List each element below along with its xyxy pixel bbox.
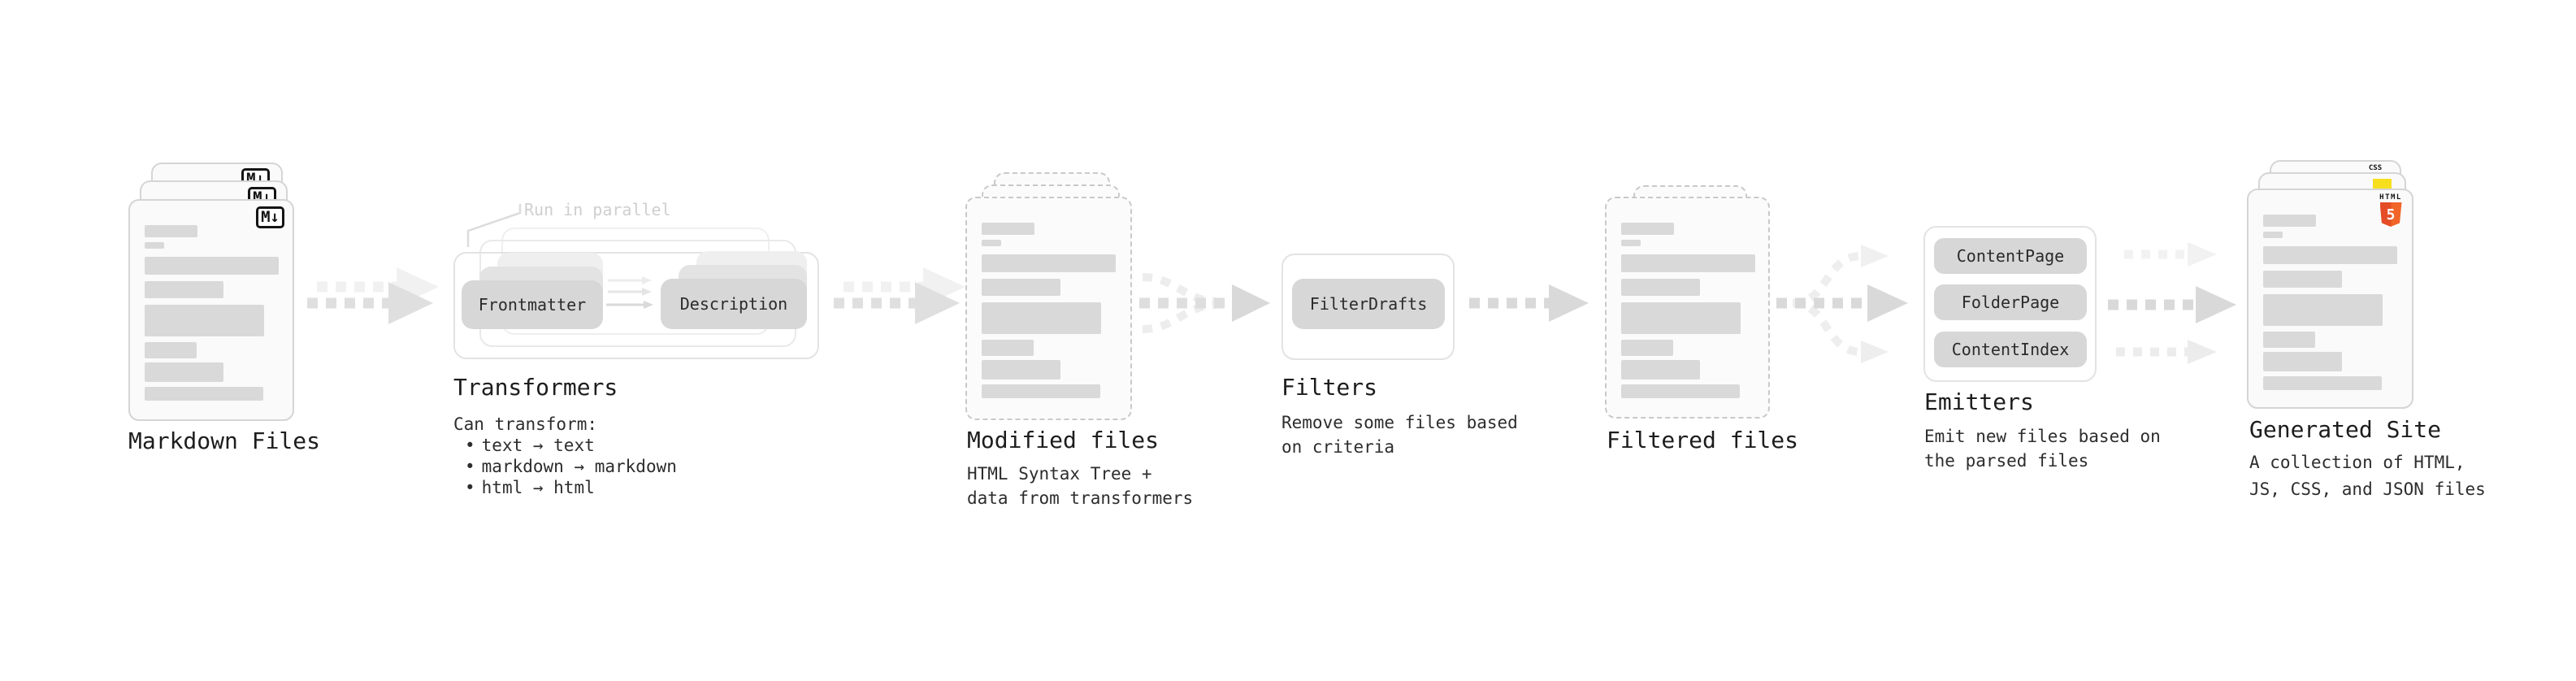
text-line-placeholder [1621, 340, 1673, 356]
contentpage-pill: ContentPage [1934, 238, 2087, 274]
text-line-placeholder [982, 240, 1001, 246]
markdown-icon: M↓ [256, 206, 284, 228]
arrow-modified-to-filters [1139, 273, 1270, 333]
modified-files-label: Modified files [967, 427, 1160, 453]
arrow-main [834, 282, 960, 324]
text-line-placeholder [2263, 271, 2342, 288]
document-content [2249, 190, 2412, 407]
markdown-files-label: Markdown Files [128, 427, 321, 454]
filtered-file-front [1605, 197, 1770, 419]
frontmatter-pill: Frontmatter [462, 280, 603, 329]
arrow-markdown-to-transformers [307, 267, 439, 324]
transformers-bullet: •html → html [465, 478, 595, 497]
text-line-placeholder [2263, 376, 2382, 390]
text-line-placeholder [982, 340, 1034, 356]
filters-label: Filters [1281, 374, 1378, 401]
text-line-placeholder [1621, 360, 1700, 380]
document-content [1607, 198, 1768, 417]
text-line-placeholder [982, 302, 1101, 334]
text-line-placeholder [145, 281, 223, 298]
transformers-bullet: •markdown → markdown [465, 457, 677, 476]
filters-box [1281, 254, 1455, 360]
run-in-parallel-note: Run in parallel [524, 200, 671, 219]
document-content [130, 201, 293, 419]
bullet-marker: • [465, 436, 475, 455]
text-line-placeholder [145, 362, 223, 382]
arrow-main [307, 282, 433, 324]
text-line-placeholder [145, 242, 164, 249]
arrow-emitters-to-generated [2108, 242, 2236, 364]
transformers-box-front [453, 252, 819, 359]
transformers-bullet: •text → text [465, 436, 595, 455]
document-content [967, 198, 1130, 419]
text-line-placeholder [982, 360, 1060, 380]
javascript-icon [2373, 179, 2392, 189]
bullet-marker: • [465, 457, 475, 476]
markdown-file-front: M↓ [128, 199, 294, 421]
text-line-placeholder [982, 384, 1100, 398]
text-line-placeholder [1621, 279, 1700, 296]
modified-file-front [965, 197, 1132, 420]
text-line-placeholder [1621, 384, 1740, 398]
text-line-placeholder [2263, 215, 2316, 227]
text-line-placeholder [2263, 246, 2397, 264]
text-line-placeholder [1621, 240, 1641, 246]
text-line-placeholder [145, 225, 197, 237]
text-line-placeholder [145, 387, 263, 401]
transformers-label: Transformers [453, 374, 618, 401]
description-pill: Description [661, 279, 807, 329]
generated-file-html: HTML 5 [2247, 189, 2413, 409]
text-line-placeholder [145, 257, 279, 275]
text-line-placeholder [982, 279, 1060, 296]
text-line-placeholder [1621, 254, 1755, 272]
text-line-placeholder [145, 342, 197, 358]
contentindex-pill: ContentIndex [1934, 332, 2087, 367]
filterdrafts-pill: FilterDrafts [1292, 279, 1445, 329]
parallel-arrows-icon [606, 276, 653, 309]
filtered-files-label: Filtered files [1607, 427, 1799, 453]
text-line-placeholder [145, 305, 264, 336]
text-line-placeholder [2263, 294, 2383, 326]
text-line-placeholder [2263, 352, 2342, 371]
emitters-box [1923, 226, 2097, 382]
arrow-transformers-to-modified [834, 267, 965, 324]
text-line-placeholder [2263, 332, 2315, 348]
emitters-caption: Emit new files based on the parsed files [1924, 427, 2161, 471]
filters-caption: Remove some files based on criteria [1281, 413, 1518, 457]
text-line-placeholder [1621, 302, 1741, 334]
text-line-placeholder [2263, 232, 2283, 238]
arrow-filtered-to-emitters [1776, 245, 1908, 363]
text-line-placeholder [982, 254, 1116, 272]
transformers-caption-title: Can transform: [453, 414, 598, 434]
text-line-placeholder [982, 223, 1034, 235]
bullet-marker: • [465, 478, 475, 497]
note-leader-line [466, 204, 522, 247]
generated-site-caption: A collection of HTML, JS, CSS, and JSON … [2249, 453, 2486, 499]
html5-icon: HTML 5 [2378, 193, 2404, 227]
generated-site-label: Generated Site [2249, 416, 2442, 443]
arrow-filters-to-filtered [1469, 284, 1589, 322]
text-line-placeholder [1621, 223, 1674, 235]
modified-files-caption: HTML Syntax Tree + data from transformer… [967, 464, 1194, 508]
emitters-label: Emitters [1924, 388, 2034, 415]
folderpage-pill: FolderPage [1934, 284, 2087, 320]
